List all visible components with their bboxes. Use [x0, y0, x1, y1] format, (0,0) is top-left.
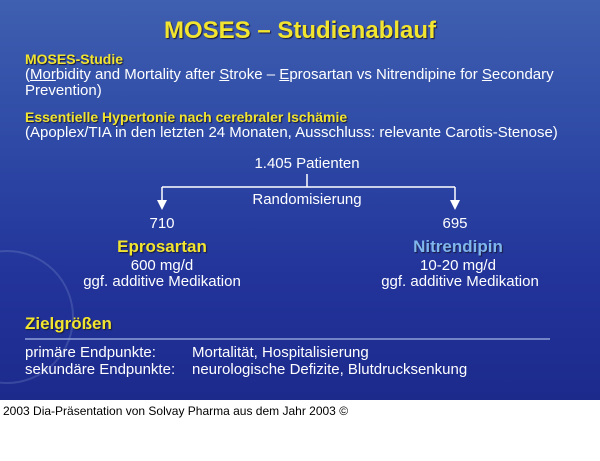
endpoints-heading: Zielgrößen: [25, 314, 112, 333]
study-acronym-line-2: Prevention): [25, 82, 102, 99]
arm-drug-eprosartan: Eprosartan: [117, 237, 207, 256]
endpoint-value-primary: Mortalität, Hospitalisierung: [192, 344, 369, 361]
population-heading: Essentielle Hypertonie nach cerebraler I…: [25, 109, 348, 125]
image-caption: 2003 Dia-Präsentation von Solvay Pharma …: [3, 404, 349, 418]
arm-dose-nitrendipin: 10-20 mg/d: [420, 257, 496, 274]
text-segment: econdary: [491, 66, 554, 83]
text-segment: bidity and Mortality after: [55, 66, 220, 83]
text-segment: troke –: [229, 66, 280, 83]
arm-dose-eprosartan: 600 mg/d: [130, 257, 194, 274]
endpoint-label-secondary: sekundäre Endpunkte:: [25, 361, 176, 378]
underlined-acronym-letter: Mor: [30, 66, 56, 83]
randomization-label: Randomisierung: [252, 191, 362, 208]
flow-arrows: [25, 200, 550, 340]
endpoint-value-secondary: neurologische Defizite, Blutdrucksenkung: [192, 361, 468, 378]
underlined-acronym-letter: E: [279, 66, 290, 83]
arm-drug-nitrendipin: Nitrendipin: [413, 237, 503, 256]
text-segment: prosartan vs Nitrendipine for: [289, 66, 482, 83]
study-heading: MOSES-Studie: [25, 51, 124, 67]
arm-note-nitrendipin: ggf. additive Medikation: [381, 273, 539, 290]
arm-n-eprosartan: 710: [149, 215, 175, 232]
study-acronym-line: (Morbidity and Mortality after Stroke – …: [25, 67, 554, 83]
right-arrow-head: [450, 200, 460, 210]
endpoint-label-primary: primäre Endpunkte:: [25, 344, 156, 361]
arm-note-eprosartan: ggf. additive Medikation: [83, 273, 241, 290]
arm-n-nitrendipin: 695: [442, 215, 468, 232]
slide: MOSES – Studienablauf MOSES-Studie (Morb…: [0, 0, 600, 400]
text-segment: (: [25, 66, 30, 83]
total-patients: 1.405 Patienten: [254, 155, 360, 172]
slide-title: MOSES – Studienablauf: [163, 17, 437, 44]
population-detail: (Apoplex/TIA in den letzten 24 Monaten, …: [25, 124, 558, 141]
left-arrow-head: [157, 200, 167, 210]
underlined-acronym-letter: S: [481, 66, 492, 83]
underlined-acronym-letter: S: [219, 66, 230, 83]
